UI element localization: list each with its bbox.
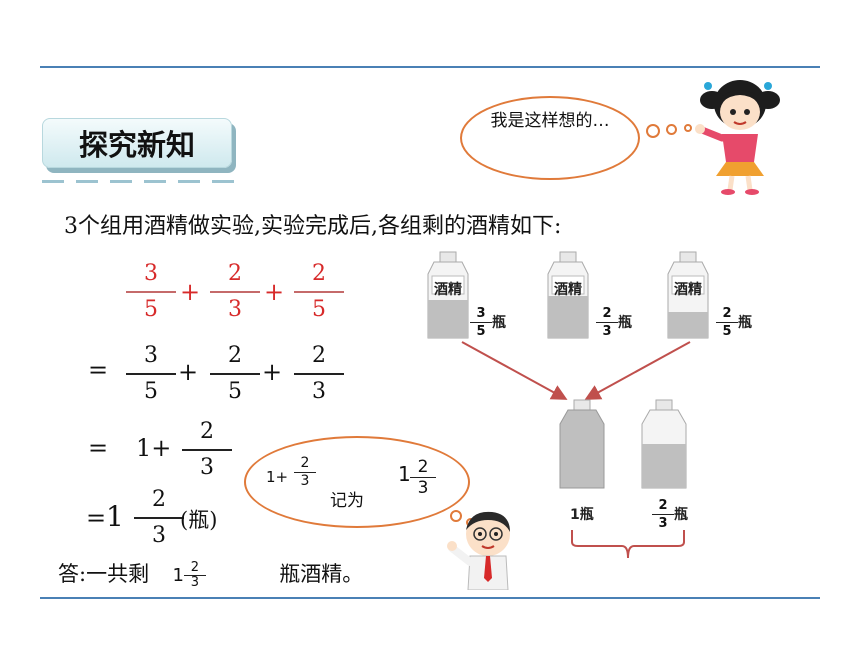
- bottle-caption-full: 1瓶: [570, 507, 594, 523]
- section-title: 探究新知: [42, 118, 232, 168]
- unit-bottle: (瓶): [180, 508, 218, 532]
- bottle-unit: 瓶: [674, 507, 688, 523]
- equals-sign: =: [88, 434, 109, 462]
- thought-dot: [646, 124, 660, 138]
- girl-thought-cloud: [460, 96, 640, 180]
- answer-whole: 1: [172, 565, 184, 586]
- plus-sign: +: [178, 358, 199, 386]
- recorded-as-text: 记为: [330, 491, 364, 511]
- thought-dot: [684, 124, 692, 132]
- plus-sign: +: [264, 278, 285, 306]
- bottle-label: 酒精: [674, 282, 702, 298]
- boy-expr-prefix: 1+: [266, 468, 289, 486]
- one-plus: 1+: [136, 434, 172, 462]
- bottle-label: 酒精: [554, 282, 582, 298]
- mixed-whole: 1: [106, 500, 124, 533]
- bottle-label: 酒精: [434, 282, 462, 298]
- thought-dot: [666, 124, 677, 135]
- bottle-2: [547, 251, 589, 339]
- top-divider: [40, 66, 820, 68]
- plus-sign: +: [180, 278, 201, 306]
- girl-thought-text: 我是这样想的…: [490, 111, 610, 131]
- girl-illustration: [695, 80, 780, 195]
- answer-suffix: 瓶酒精。: [279, 562, 364, 586]
- bottle-unit: 瓶: [738, 315, 752, 331]
- bottle-unit: 瓶: [492, 315, 506, 331]
- bottle-1: [427, 251, 469, 339]
- bottle-two-thirds: [641, 399, 687, 489]
- boy-illustration: [447, 511, 510, 590]
- merge-arrows: [461, 341, 691, 400]
- problem-statement: 3个组用酒精做实验,实验完成后,各组剩的酒精如下:: [64, 214, 562, 239]
- total-brace: [571, 530, 685, 559]
- thought-dot: [450, 510, 462, 522]
- answer-fraction: 2 3: [183, 561, 206, 590]
- bottle-full: [559, 399, 605, 489]
- bottle-3: [667, 251, 709, 339]
- bottle-unit: 瓶: [618, 315, 632, 331]
- equals-sign: =: [88, 356, 109, 384]
- answer-prefix: 答:一共剩: [58, 562, 150, 586]
- plus-sign: +: [262, 358, 283, 386]
- equals-sign: =: [86, 504, 107, 532]
- title-underline: [42, 180, 234, 183]
- answer-line: 答:一共剩 1 2 3 瓶酒精。: [58, 558, 398, 592]
- bottom-divider: [40, 597, 820, 599]
- boy-thought-cloud: [244, 436, 470, 528]
- boy-mixed-whole: 1: [398, 462, 411, 486]
